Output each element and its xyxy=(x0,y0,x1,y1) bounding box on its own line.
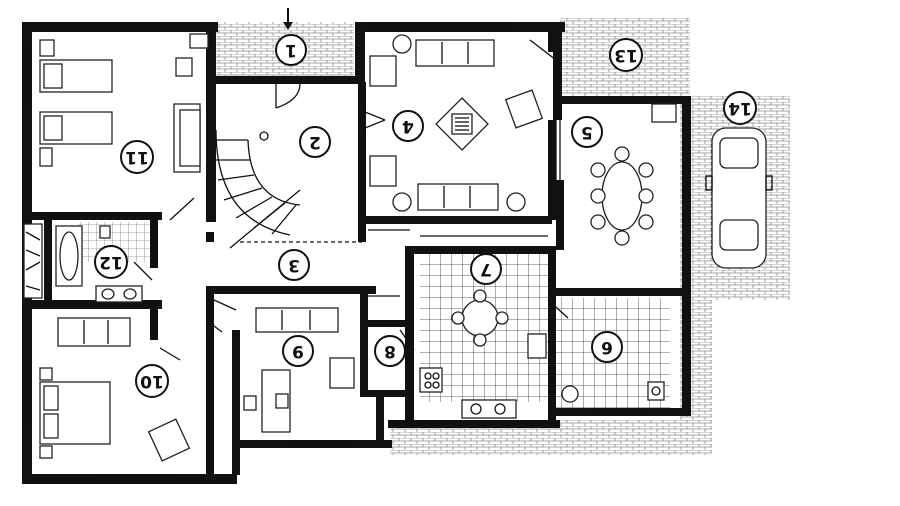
car-icon xyxy=(705,127,773,269)
room-label-12: 12 xyxy=(94,245,128,279)
svg-text:12: 12 xyxy=(99,252,123,272)
room-label-14: 14 xyxy=(723,91,757,125)
svg-text:3: 3 xyxy=(288,255,300,275)
room-7-furniture xyxy=(419,289,547,419)
windows xyxy=(23,23,691,483)
entrance-arrow-icon xyxy=(283,8,293,30)
svg-text:13: 13 xyxy=(614,45,638,65)
room-9-furniture xyxy=(243,307,355,433)
room-labels: 1 2 3 4 5 6 7 8 xyxy=(94,34,757,398)
room-label-8: 8 xyxy=(374,335,406,367)
room-label-3: 3 xyxy=(278,249,310,281)
room-5-furniture xyxy=(590,103,677,246)
walls xyxy=(22,22,691,484)
svg-text:2: 2 xyxy=(309,132,321,152)
room-11-furniture xyxy=(39,33,209,173)
room-label-10: 10 xyxy=(135,364,169,398)
room-4-furniture xyxy=(369,34,544,212)
svg-text:9: 9 xyxy=(292,341,304,361)
room-label-1: 1 xyxy=(275,34,307,66)
room-6-furniture xyxy=(561,381,665,403)
svg-text:14: 14 xyxy=(728,98,752,118)
room-label-13: 13 xyxy=(609,38,643,72)
svg-text:5: 5 xyxy=(581,122,593,142)
svg-text:1: 1 xyxy=(285,40,297,60)
svg-text:7: 7 xyxy=(480,259,492,279)
room-10-furniture xyxy=(39,317,191,462)
room-label-2: 2 xyxy=(299,126,331,158)
room-label-9: 9 xyxy=(282,335,314,367)
room-12-furniture xyxy=(23,223,143,303)
room-label-5: 5 xyxy=(571,116,603,148)
svg-text:11: 11 xyxy=(125,147,149,167)
room-label-11: 11 xyxy=(120,140,154,174)
room-label-4: 4 xyxy=(392,110,424,142)
staircase xyxy=(215,129,301,249)
room-label-6: 6 xyxy=(591,331,623,363)
svg-text:6: 6 xyxy=(601,337,613,357)
svg-text:10: 10 xyxy=(140,371,164,391)
svg-text:4: 4 xyxy=(402,116,414,136)
room-label-7: 7 xyxy=(470,253,502,285)
doors xyxy=(133,39,569,470)
svg-text:8: 8 xyxy=(384,341,396,361)
